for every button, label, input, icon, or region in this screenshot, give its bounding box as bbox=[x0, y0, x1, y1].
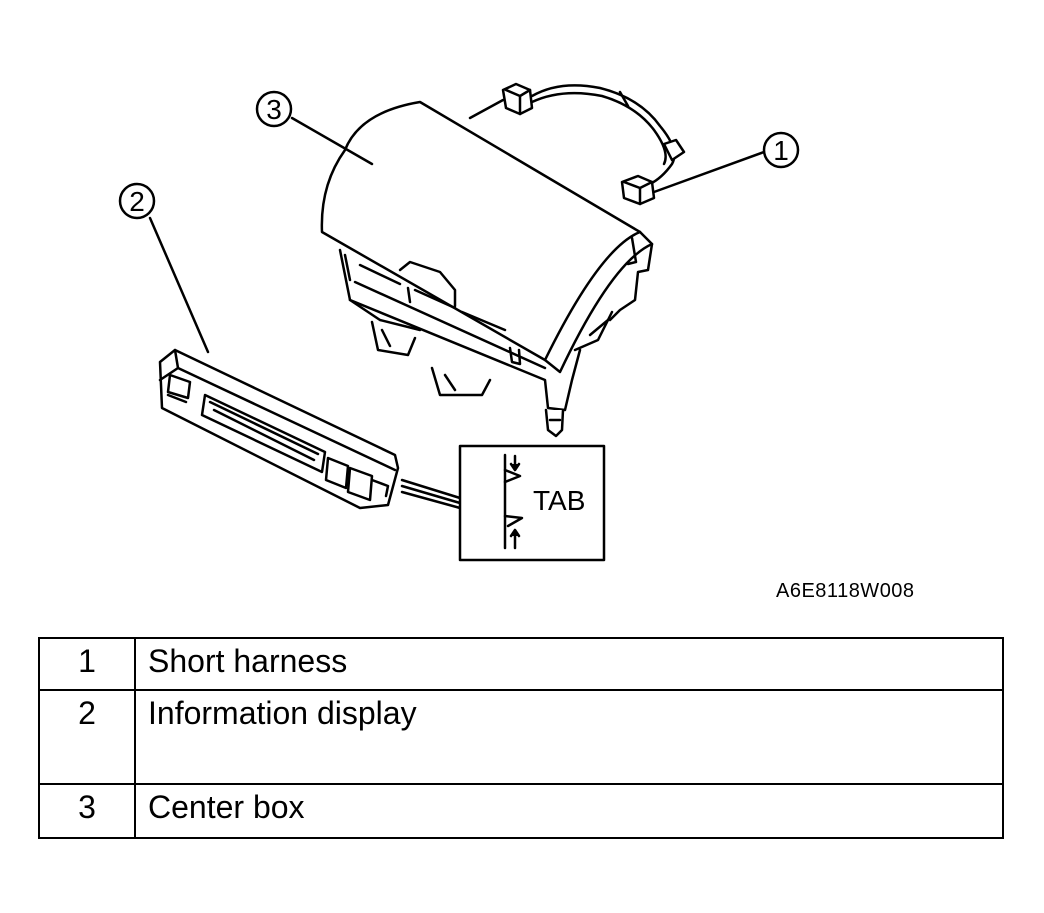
information-display-drawing bbox=[158, 348, 400, 510]
callout-circle-3 bbox=[255, 90, 293, 128]
callout-number-3: 3 bbox=[266, 94, 282, 125]
figure-code: A6E8118W008 bbox=[776, 580, 915, 602]
callout-circle-2 bbox=[118, 182, 156, 220]
callout-circle-1 bbox=[762, 131, 800, 169]
legend-number: 1 bbox=[38, 637, 136, 691]
callout-number-1: 1 bbox=[773, 135, 789, 166]
tab-leader-lines bbox=[400, 478, 462, 510]
table-row: 3 Center box bbox=[38, 783, 1004, 839]
tab-detail-inset bbox=[458, 444, 606, 562]
legend-description: Center box bbox=[134, 783, 1004, 839]
exploded-parts-diagram: 1 2 3 TAB bbox=[118, 82, 800, 562]
center-box-drawing bbox=[320, 100, 654, 438]
legend-description: Short harness bbox=[134, 637, 1004, 691]
table-row: 2 Information display bbox=[38, 689, 1004, 785]
legend-description: Information display bbox=[134, 689, 1004, 785]
callout-number-2: 2 bbox=[129, 186, 145, 217]
table-row: 1 Short harness bbox=[38, 637, 1004, 691]
short-harness-drawing bbox=[468, 82, 686, 206]
callout-leader-2 bbox=[148, 216, 210, 354]
callout-leader-3 bbox=[290, 116, 374, 166]
legend-number: 2 bbox=[38, 689, 136, 785]
parts-legend-table: 1 Short harness 2 Information display 3 … bbox=[38, 637, 1004, 839]
legend-number: 3 bbox=[38, 783, 136, 839]
tab-label: TAB bbox=[533, 485, 585, 516]
callout-leader-1 bbox=[652, 150, 766, 194]
